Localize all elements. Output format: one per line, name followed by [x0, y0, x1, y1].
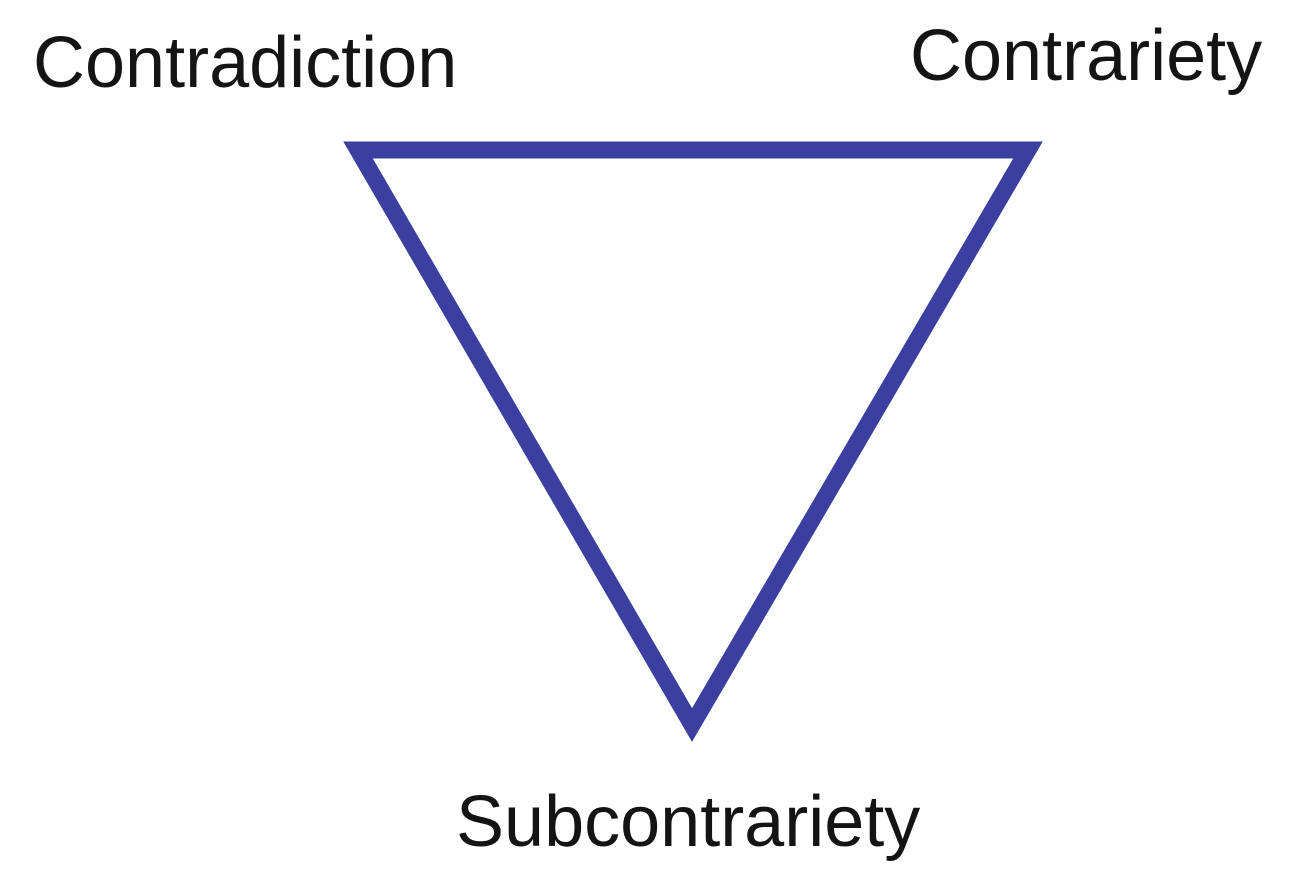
contradiction-label: Contradiction [33, 23, 458, 103]
subcontrariety-label: Subcontrariety [456, 782, 921, 862]
contrariety-label: Contrariety [910, 16, 1263, 96]
inverted-triangle [343, 141, 1043, 742]
